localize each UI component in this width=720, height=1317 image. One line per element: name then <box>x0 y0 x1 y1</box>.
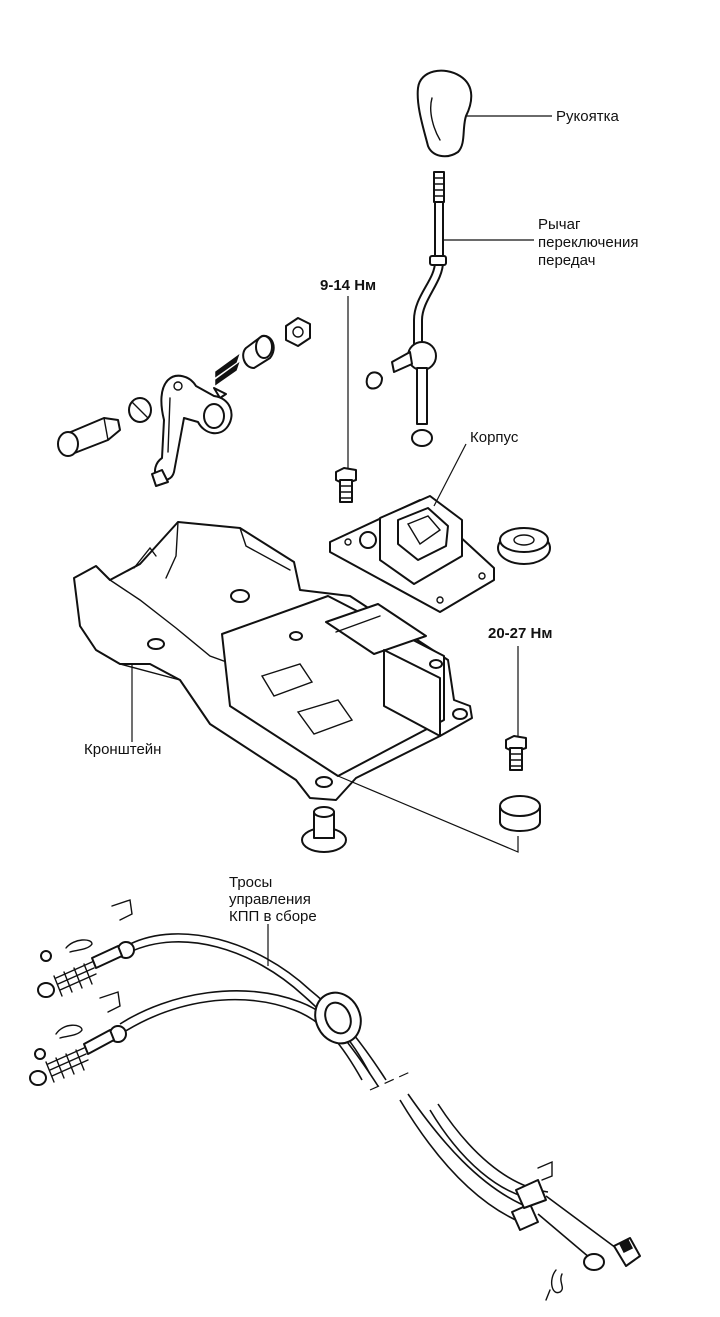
cable-assembly-icon <box>119 933 641 1301</box>
cables-label-line1: Тросы <box>229 874 272 891</box>
bracket-label: Кронштейн <box>84 741 161 758</box>
cable-end-upper-icon <box>37 899 135 998</box>
select-lever-icon <box>57 317 311 487</box>
shift-knob-icon <box>416 69 473 158</box>
housing-icon <box>329 495 495 613</box>
torque-upper-label: 9-14 Нм <box>320 277 376 294</box>
shift-lever-icon <box>365 171 447 447</box>
cable-end-lower-icon <box>29 991 127 1086</box>
housing-label: Корпус <box>470 429 519 446</box>
lever-label-line3: передач <box>538 252 595 269</box>
mount-bushing-right-icon <box>499 795 541 832</box>
torque-lower-label: 20-27 Нм <box>488 625 552 642</box>
grommet-icon <box>497 527 551 565</box>
handle-label: Рукоятка <box>556 108 619 125</box>
bracket-icon <box>73 521 473 801</box>
mount-bushing-left-icon <box>301 806 347 853</box>
cables-label-line2: управления <box>229 891 311 908</box>
bolt-lower-icon <box>505 735 527 771</box>
lever-label-line1: Рычаг <box>538 216 581 233</box>
bolt-upper-icon <box>335 467 357 503</box>
bushing-bracket-line <box>337 775 519 853</box>
housing-leader-line <box>433 443 467 507</box>
lever-label-line2: переключения <box>538 234 639 251</box>
cables-label-line3: КПП в сборе <box>229 908 317 925</box>
